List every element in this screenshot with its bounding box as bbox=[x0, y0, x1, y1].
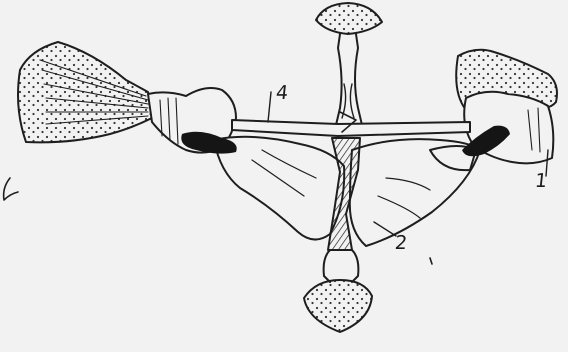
label-1: 1 bbox=[534, 170, 548, 192]
leader-4 bbox=[268, 92, 271, 122]
label-4: 4 bbox=[275, 82, 289, 104]
edge-mark bbox=[4, 178, 18, 200]
label-2: 2 bbox=[394, 232, 408, 254]
tiny-mark bbox=[430, 258, 432, 264]
bottom-cap bbox=[304, 280, 372, 332]
bottom-stalk bbox=[324, 250, 359, 282]
top-cap bbox=[316, 3, 382, 34]
